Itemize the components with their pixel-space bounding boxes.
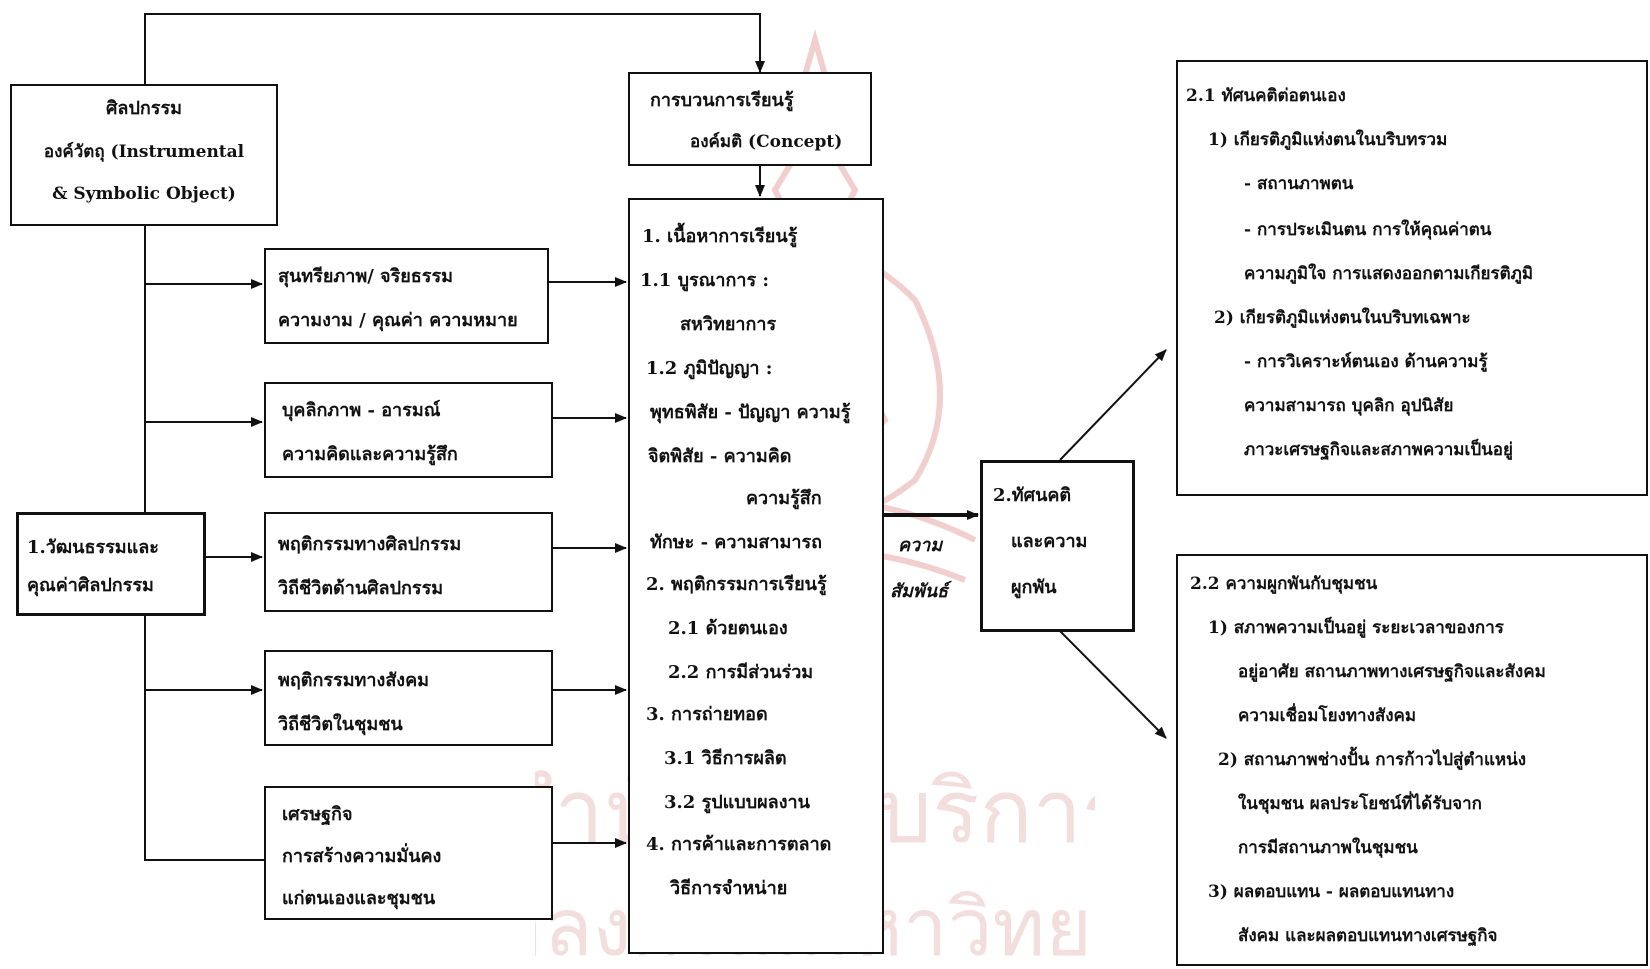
- personality-box: บุคลิกภาพ - อารมณ์ ความคิดและความรู้สึก: [264, 382, 553, 478]
- box-line: ความสามารถ บุคลิก อุปนิสัย: [1244, 396, 1454, 416]
- box-line: - การประเมินตน การให้คุณค่าตน: [1244, 220, 1492, 240]
- self-attitude-box: 2.1 ทัศนคติต่อตนเอง 1) เกียรติภูมิแห่งตน…: [1176, 60, 1648, 496]
- box-line: แก่ตนเองและชุมชน: [282, 888, 436, 909]
- box-line: ความคิดและความรู้สึก: [282, 444, 458, 465]
- box-line: ในชุมชน ผลประโยชน์ที่ได้รับจาก: [1238, 794, 1482, 814]
- box-line: 2.1 ด้วยตนเอง: [668, 618, 788, 639]
- box-line: 2.1 ทัศนคติต่อตนเอง: [1186, 86, 1346, 106]
- aesthetics-box: สุนทรียภาพ/ จริยธรรม ความงาม / คุณค่า คว…: [264, 248, 549, 344]
- box-line: ความเชื่อมโยงทางสังคม: [1238, 706, 1417, 726]
- box-line: 2.2 การมีส่วนร่วม: [668, 662, 814, 683]
- box-line: 1. เนื้อหาการเรียนรู้: [642, 226, 798, 247]
- economics-box: เศรษฐกิจ การสร้างความมั่นคง แก่ตนเองและช…: [264, 786, 553, 920]
- box-line: คุณค่าศิลปกรรม: [27, 575, 154, 596]
- box-line: - สถานภาพตน: [1244, 174, 1354, 194]
- box-line: 3.2 รูปแบบผลงาน: [664, 792, 810, 813]
- box-line: การบวนการเรียนรู้: [650, 90, 794, 111]
- box-line: วิถีชีวิตด้านศิลปกรรม: [278, 578, 444, 599]
- box-line: องค์วัตถุ (Instrumental: [43, 142, 245, 162]
- box-line: พุทธพิสัย - ปัญญา ความรู้: [650, 402, 851, 423]
- box-line: 1.1 บูรณาการ :: [640, 270, 770, 291]
- box-line: ผูกพัน: [1011, 577, 1057, 598]
- box-line: สังคม และผลตอบแทนทางเศรษฐกิจ: [1238, 926, 1498, 946]
- box-line: 3. การถ่ายทอด: [646, 704, 768, 725]
- connector-attitude-community: [1059, 630, 1167, 739]
- box-line: เศรษฐกิจ: [282, 804, 353, 825]
- box-line: 2) สถานภาพช่างปั้น การก้าวไปสู่ตำแหน่ง: [1218, 750, 1527, 770]
- box-line: 3.1 วิธีการผลิต: [664, 748, 787, 769]
- box-line: 3) ผลตอบแทน - ผลตอบแทนทาง: [1208, 882, 1455, 902]
- box-line: ความงาม / คุณค่า ความหมาย: [278, 310, 518, 331]
- box-line: วิธีการจำหน่าย: [670, 878, 788, 899]
- box-line: 1.วัฒนธรรมและ: [27, 537, 159, 558]
- box-line: สุนทรียภาพ/ จริยธรรม: [278, 266, 453, 287]
- box-line: องค์มติ (Concept): [690, 132, 843, 152]
- box-line: 2. พฤติกรรมการเรียนรู้: [646, 574, 827, 595]
- box-line: ภาวะเศรษฐกิจและสภาพความเป็นอยู่: [1244, 440, 1513, 460]
- box-line: อยู่อาศัย สถานภาพทางเศรษฐกิจและสังคม: [1238, 662, 1546, 682]
- art-object-box: ศิลปกรรม องค์วัตถุ (Instrumental & Symbo…: [10, 84, 278, 226]
- box-line: 1) เกียรติภูมิแห่งตนในบริบทรวม: [1208, 130, 1448, 150]
- relation-label-line-2: สัมพันธ์: [890, 581, 949, 602]
- box-line: จิตพิสัย - ความคิด: [648, 446, 792, 467]
- box-line: ศิลปกรรม: [106, 98, 182, 119]
- box-line: พฤติกรรมทางศิลปกรรม: [278, 534, 462, 555]
- learning-process-box: การบวนการเรียนรู้ องค์มติ (Concept): [628, 72, 872, 166]
- connector-art-to-process: [144, 13, 765, 84]
- box-line: พฤติกรรมทางสังคม: [278, 670, 429, 691]
- art-behavior-box: พฤติกรรมทางศิลปกรรม วิถีชีวิตด้านศิลปกรร…: [264, 512, 553, 612]
- box-line: 2.2 ความผูกพันกับชุมชน: [1190, 574, 1378, 594]
- box-line: ความภูมิใจ การแสดงออกตามเกียรติภูมิ: [1244, 264, 1534, 284]
- box-line: บุคลิกภาพ - อารมณ์: [282, 400, 441, 421]
- box-line: - การวิเคราะห์ตนเอง ด้านความรู้: [1244, 352, 1488, 372]
- box-line: การมีสถานภาพในชุมชน: [1238, 838, 1418, 858]
- relation-label-line-1: ความ: [898, 535, 943, 556]
- box-line: 1) สภาพความเป็นอยู่ ระยะเวลาของการ: [1208, 618, 1504, 638]
- learning-content-box: 1. เนื้อหาการเรียนรู้ 1.1 บูรณาการ : สหว…: [628, 198, 884, 954]
- connector-attitude-self: [1059, 349, 1167, 461]
- box-line: ความรู้สึก: [746, 488, 822, 509]
- attitude-bond-box: 2.ทัศนคติ และความ ผูกพัน: [980, 460, 1135, 632]
- community-bond-box: 2.2 ความผูกพันกับชุมชน 1) สภาพความเป็นอย…: [1176, 554, 1648, 966]
- box-line: 2) เกียรติภูมิแห่งตนในบริบทเฉพาะ: [1214, 308, 1471, 328]
- box-line: และความ: [1011, 531, 1088, 552]
- box-line: 4. การค้าและการตลาด: [646, 834, 832, 855]
- box-line: ทักษะ - ความสามารถ: [650, 532, 823, 553]
- box-line: สหวิทยาการ: [680, 314, 777, 335]
- social-behavior-box: พฤติกรรมทางสังคม วิถีชีวิตในชุมชน: [264, 650, 553, 746]
- box-line: การสร้างความมั่นคง: [282, 846, 442, 867]
- culture-value-box: 1.วัฒนธรรมและ คุณค่าศิลปกรรม: [16, 512, 206, 616]
- box-line: & Symbolic Object): [52, 184, 236, 204]
- box-line: 2.ทัศนคติ: [993, 485, 1072, 506]
- box-line: วิถีชีวิตในชุมชน: [278, 714, 403, 735]
- box-line: 1.2 ภูมิปัญญา :: [646, 358, 773, 379]
- connector-trunk-lower: [144, 616, 265, 861]
